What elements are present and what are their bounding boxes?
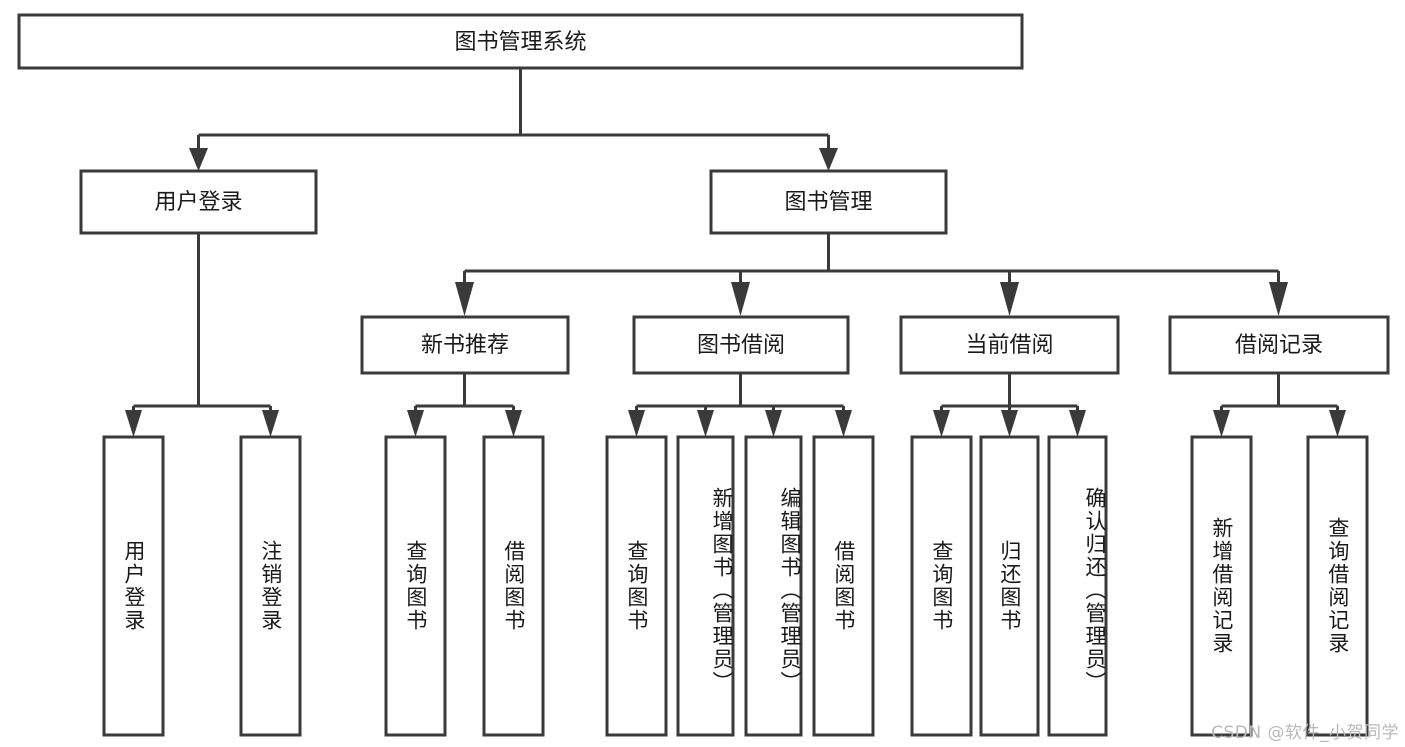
csdn-watermark: CSDN @软件_小贺同学	[1211, 723, 1399, 743]
node-book-manage-label: 图书管理	[784, 190, 872, 215]
node-new-book-recommend-label: 新书推荐	[421, 333, 509, 358]
arrow-to-leaf-confirm-return	[1069, 410, 1086, 437]
node-new-book-recommend-box[interactable]	[360, 315, 570, 375]
node-root[interactable]: 图书管理系统	[17, 13, 1024, 70]
arrow-to-new-book-recommend	[455, 282, 474, 316]
leaf-edit-book-box[interactable]	[744, 435, 803, 737]
arrow-to-leaf-add-record	[1213, 410, 1230, 437]
node-user-login[interactable]: 用户登录	[79, 169, 318, 235]
arrow-to-leaf-query-book-1	[407, 410, 424, 437]
arrow-to-leaf-borrow-book-2	[835, 410, 852, 437]
leaf-borrow-book-1-box[interactable]	[482, 435, 545, 737]
arrow-to-current-borrow	[1000, 282, 1019, 316]
node-borrow-record-label: 借阅记录	[1235, 333, 1323, 358]
node-book-borrow[interactable]: 图书借阅	[632, 315, 850, 375]
leaf-boxes-layer	[102, 435, 1369, 737]
arrow-to-book-borrow	[731, 282, 750, 316]
node-book-manage-box[interactable]	[709, 169, 948, 235]
leaf-query-book-3-box[interactable]	[910, 435, 973, 737]
node-borrow-record-box[interactable]	[1168, 315, 1390, 375]
node-current-borrow[interactable]: 当前借阅	[899, 315, 1120, 375]
arrow-to-leaf-query-book-3	[933, 410, 950, 437]
leaf-user-logout-box[interactable]	[239, 435, 302, 737]
leaf-query-book-2-box[interactable]	[605, 435, 668, 737]
node-book-borrow-label: 图书借阅	[697, 333, 785, 358]
arrow-to-leaf-edit-book	[765, 410, 782, 437]
leaf-return-book-box[interactable]	[979, 435, 1040, 737]
arrow-to-leaf-return-book	[1001, 410, 1018, 437]
leaf-user-login-box[interactable]	[102, 435, 165, 737]
leaf-query-book-1-box[interactable]	[384, 435, 447, 737]
node-current-borrow-label: 当前借阅	[965, 333, 1053, 358]
node-new-book-recommend[interactable]: 新书推荐	[360, 315, 570, 375]
arrow-to-leaf-user-login	[125, 410, 142, 437]
node-book-manage[interactable]: 图书管理	[709, 169, 948, 235]
node-root-box[interactable]	[17, 13, 1024, 70]
arrow-to-leaf-borrow-book-1	[505, 410, 522, 437]
leaf-confirm-return-box[interactable]	[1047, 435, 1108, 737]
arrow-to-borrow-record	[1269, 282, 1288, 316]
arrow-to-leaf-add-book	[697, 410, 714, 437]
arrow-to-leaf-query-record	[1329, 410, 1346, 437]
node-borrow-record[interactable]: 借阅记录	[1168, 315, 1390, 375]
node-current-borrow-box[interactable]	[899, 315, 1120, 375]
node-user-login-label: 用户登录	[154, 190, 242, 215]
leaf-query-record-box[interactable]	[1306, 435, 1369, 737]
node-user-login-box[interactable]	[79, 169, 318, 235]
leaf-borrow-book-2-box[interactable]	[812, 435, 875, 737]
node-book-borrow-box[interactable]	[632, 315, 850, 375]
leaf-add-record-box[interactable]	[1190, 435, 1253, 737]
arrow-root-to-book-manage	[819, 148, 838, 171]
arrow-to-leaf-user-logout	[262, 410, 279, 437]
arrow-root-to-user-login	[189, 148, 208, 171]
arrow-to-leaf-query-book-2	[628, 410, 645, 437]
leaf-add-book-box[interactable]	[676, 435, 735, 737]
node-root-label: 图书管理系统	[454, 30, 586, 55]
connectors-layer	[125, 68, 1346, 437]
